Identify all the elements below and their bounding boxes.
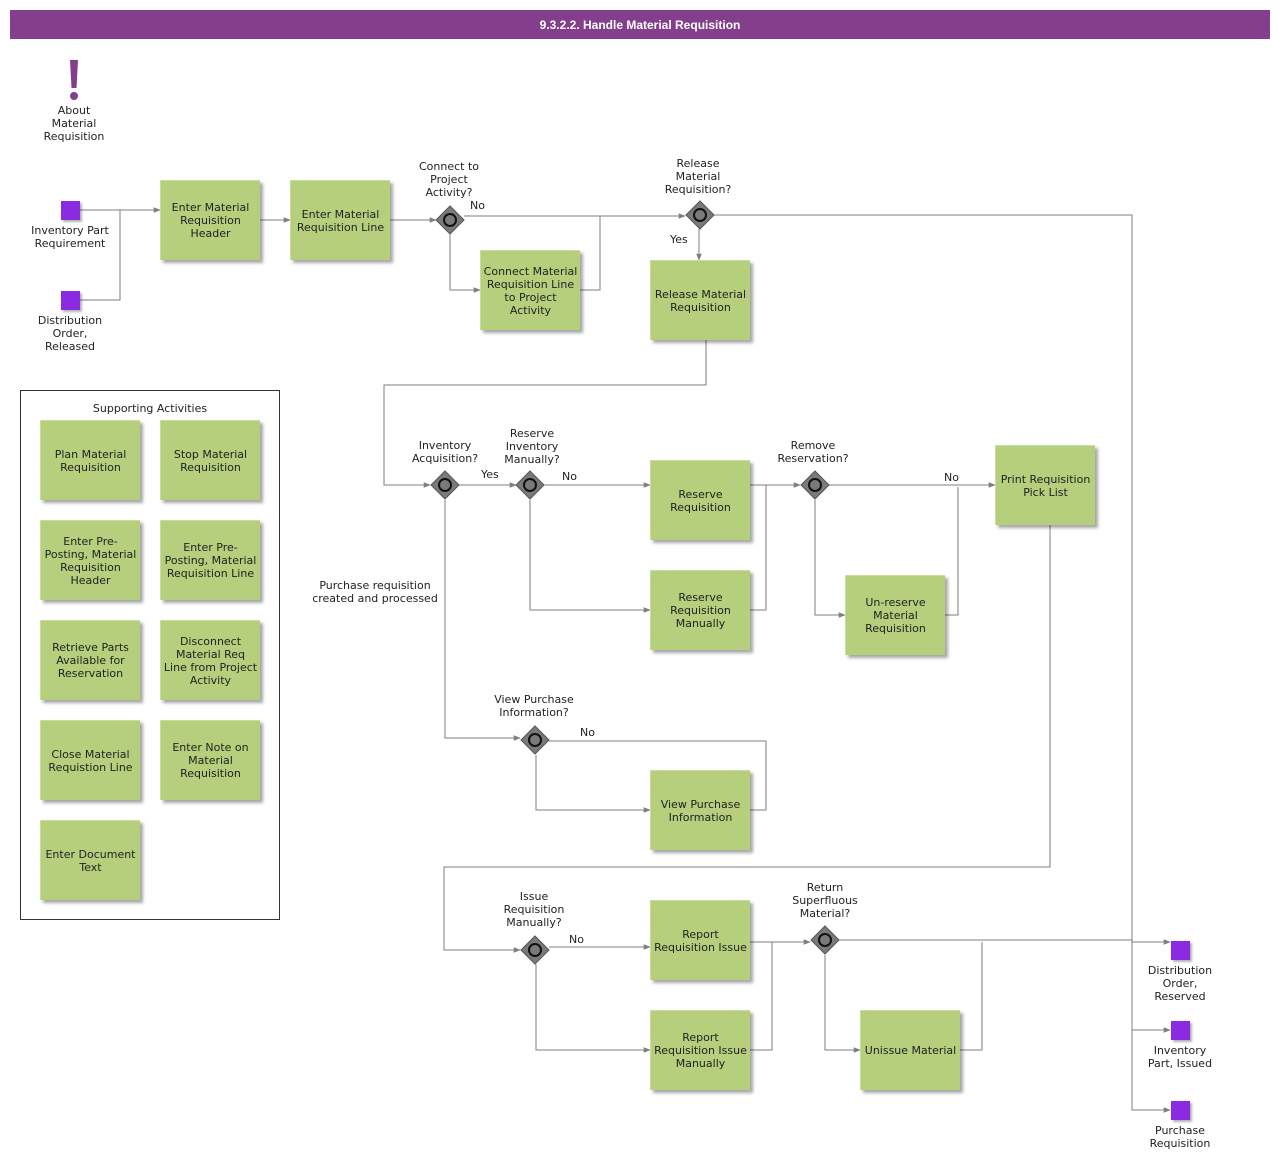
- flow-issue-manual: [535, 964, 651, 1053]
- supporting-activities-title: Supporting Activities: [92, 402, 208, 415]
- supporting-activities-box: [20, 390, 280, 920]
- flow-unissue-join: [960, 942, 983, 1051]
- activity-enter-header[interactable]: Enter Material Requisition Header: [160, 180, 260, 260]
- event-inventory-part-issued[interactable]: [1171, 1021, 1190, 1040]
- activity-print-pick-list[interactable]: Print Requisition Pick List: [995, 445, 1095, 525]
- exclamation-icon[interactable]: [64, 58, 84, 102]
- gateway-label: Return Superfluous Material?: [792, 881, 858, 920]
- flow-unreserve-join: [945, 487, 959, 616]
- edge-label-yes: Yes: [670, 233, 688, 246]
- flow-remove-yes: [814, 500, 846, 618]
- gateway-reserve-manually[interactable]: [515, 470, 545, 500]
- edge-label-no: No: [580, 726, 595, 739]
- gateway-view-purchase[interactable]: [520, 725, 550, 755]
- support-disconnect-line[interactable]: Disconnect Material Req Line from Projec…: [160, 620, 260, 700]
- activity-release[interactable]: Release Material Requisition: [650, 260, 750, 340]
- edge-label-no: No: [562, 470, 577, 483]
- event-distribution-order-reserved[interactable]: [1171, 941, 1190, 960]
- gateway-return-superfluous[interactable]: [810, 925, 840, 955]
- edge-label-no: No: [944, 471, 959, 484]
- event-label: Distribution Order, Released: [37, 314, 103, 353]
- gateway-release[interactable]: [685, 200, 715, 230]
- support-document-text[interactable]: Enter Document Text: [40, 820, 140, 900]
- gateway-label: View Purchase Information?: [494, 693, 574, 719]
- edge-label-no: No: [470, 199, 485, 212]
- activity-view-purchase[interactable]: View Purchase Information: [650, 770, 750, 850]
- support-plan-requisition[interactable]: Plan Material Requisition: [40, 420, 140, 500]
- gateway-label: Release Material Requisition?: [664, 157, 732, 196]
- flow-release-to-inv-gw: [383, 340, 707, 488]
- gateway-inventory-acquisition[interactable]: [430, 470, 460, 500]
- event-inventory-part-requirement[interactable]: [61, 201, 80, 220]
- gateway-label: Inventory Acquisition?: [411, 439, 479, 465]
- activity-report-issue[interactable]: Report Requisition Issue: [650, 900, 750, 980]
- gateway-connect-project[interactable]: [435, 205, 465, 235]
- gateway-issue-manually[interactable]: [520, 935, 550, 965]
- page-title: 9.3.2.2. Handle Material Requisition: [10, 10, 1270, 39]
- flow-return-yes: [824, 955, 861, 1053]
- edge-label-yes: Yes: [481, 468, 499, 481]
- activity-unissue[interactable]: Unissue Material: [860, 1010, 960, 1090]
- gateway-label: Connect to Project Activity?: [418, 160, 480, 199]
- event-label: Purchase Requisition: [1149, 1124, 1211, 1150]
- event-purchase-requisition[interactable]: [1171, 1101, 1190, 1120]
- support-prepost-line[interactable]: Enter Pre-Posting, Material Requisition …: [160, 520, 260, 600]
- activity-enter-line[interactable]: Enter Material Requisition Line: [290, 180, 390, 260]
- flow-distribution-to-header: [80, 210, 121, 301]
- purchase-annotation: Purchase requisition created and process…: [312, 579, 438, 605]
- flow-gw1-yes: [449, 234, 481, 293]
- gateway-label: Remove Reservation?: [777, 439, 849, 465]
- support-retrieve-parts[interactable]: Retrieve Parts Available for Reservation: [40, 620, 140, 700]
- flow-manual-issue-join: [750, 942, 773, 1051]
- support-prepost-header[interactable]: Enter Pre-Posting, Material Requisition …: [40, 520, 140, 600]
- flow-view-yes: [535, 755, 651, 813]
- flow-pick-to-issue-gw: [443, 525, 1051, 953]
- event-label: Inventory Part Requirement: [31, 224, 109, 250]
- flow-manual-join: [750, 485, 767, 611]
- event-label: Distribution Order, Reserved: [1147, 964, 1213, 1003]
- activity-connect-line[interactable]: Connect Material Requisition Line to Pro…: [480, 250, 580, 330]
- activity-unreserve[interactable]: Un-reserve Material Requisition: [845, 575, 945, 655]
- flow-view-join: [750, 741, 767, 811]
- edge-label-no: No: [569, 933, 584, 946]
- support-stop-requisition[interactable]: Stop Material Requisition: [160, 420, 260, 500]
- flow-reserve-manual: [529, 500, 651, 613]
- about-label: About Material Requisition: [43, 104, 105, 143]
- flow-connect-to-release-gw: [580, 216, 601, 291]
- flow-release-no: [713, 214, 1171, 1113]
- event-label: Inventory Part, Issued: [1147, 1044, 1213, 1070]
- gateway-remove-reservation[interactable]: [800, 470, 830, 500]
- event-distribution-order-released[interactable]: [61, 291, 80, 310]
- gateway-label: Issue Requisition Manually?: [503, 890, 565, 929]
- support-close-line[interactable]: Close Material Requistion Line: [40, 720, 140, 800]
- flow-inv-no: [444, 500, 521, 741]
- activity-report-issue-manually[interactable]: Report Requisition Issue Manually: [650, 1010, 750, 1090]
- support-enter-note[interactable]: Enter Note on Material Requisition: [160, 720, 260, 800]
- activity-reserve-manually[interactable]: Reserve Requisition Manually: [650, 570, 750, 650]
- gateway-label: Reserve Inventory Manually?: [504, 427, 560, 466]
- activity-reserve[interactable]: Reserve Requisition: [650, 460, 750, 540]
